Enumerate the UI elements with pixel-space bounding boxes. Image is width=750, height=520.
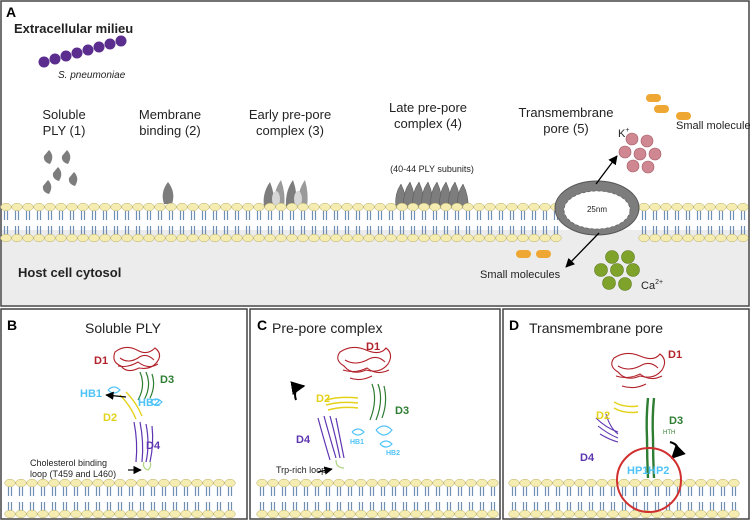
lipid-bilayer bbox=[4, 478, 236, 519]
b-label-d4: D4 bbox=[146, 440, 161, 452]
c-label-hb2: HB2 bbox=[386, 450, 400, 457]
c-domain3-structure bbox=[369, 383, 387, 421]
c-trp-loop-label: Trp-rich loop bbox=[276, 465, 326, 475]
calcium-ions bbox=[594, 250, 640, 291]
lipid-bilayer bbox=[256, 478, 499, 519]
early-prepore-complex bbox=[263, 180, 308, 207]
extracellular-label: Extracellular milieu bbox=[14, 21, 133, 36]
stage3-label-line2: complex (3) bbox=[256, 123, 324, 138]
pore-diameter-label: 25nm bbox=[587, 205, 607, 214]
c-label-d1: D1 bbox=[366, 341, 380, 353]
stage4-label-line1: Late pre-pore bbox=[389, 100, 467, 115]
panel-c: C Pre-pore complex D1 D2 D3 D4 HB1 bbox=[249, 308, 501, 520]
cytosol-region bbox=[2, 230, 748, 305]
d-label-hth: HTH bbox=[663, 430, 675, 436]
c-rotation-arrow bbox=[290, 381, 306, 401]
bacterium-label: S. pneumoniae bbox=[58, 70, 126, 81]
d-label-hp2: HP2 bbox=[648, 465, 669, 477]
stage4-label-line2: complex (4) bbox=[394, 116, 462, 131]
d-label-hp1: HP1 bbox=[627, 465, 648, 477]
d-domain2-structure bbox=[613, 401, 639, 414]
d-label-d4: D4 bbox=[580, 452, 595, 464]
lipid-bilayer bbox=[0, 202, 749, 243]
b-cholesterol-loop-label-line2: loop (T459 and L460) bbox=[30, 469, 116, 479]
efflux-arrow-down bbox=[565, 232, 600, 268]
d-label-d3: D3 bbox=[669, 415, 683, 427]
small-molecules-top-label: Small molecules bbox=[676, 120, 750, 132]
b-domain4-structure bbox=[133, 421, 154, 463]
panel-a: A Extracellular milieu S. pneumoniae Sol… bbox=[0, 0, 750, 307]
potassium-ions bbox=[618, 132, 662, 174]
stage1-label-line1: Soluble bbox=[42, 107, 85, 122]
panel-b-title: Soluble PLY bbox=[85, 320, 162, 336]
membrane-bound-monomer bbox=[162, 182, 174, 204]
panel-d-letter: D bbox=[509, 317, 519, 333]
b-hb1-arrow bbox=[105, 391, 127, 400]
b-domain1-structure bbox=[113, 346, 161, 372]
c-trp-loop-arrow bbox=[317, 466, 333, 475]
panel-c-title: Pre-pore complex bbox=[272, 320, 383, 336]
stage2-label-line1: Membrane bbox=[139, 107, 201, 122]
d-label-d1: D1 bbox=[668, 349, 682, 361]
stage5-label-line1: Transmembrane bbox=[519, 105, 614, 120]
panel-c-letter: C bbox=[257, 317, 267, 333]
b-cholesterol-loop-structure bbox=[142, 461, 152, 471]
c-label-hb1: HB1 bbox=[350, 439, 364, 446]
cytosol-label: Host cell cytosol bbox=[18, 265, 121, 280]
potassium-label: K+ bbox=[618, 127, 629, 140]
d-rotation-arrow bbox=[669, 441, 686, 459]
c-domain1-structure bbox=[337, 346, 392, 381]
stage3-label-line1: Early pre-pore bbox=[249, 107, 331, 122]
c-helix-bundles-structure bbox=[351, 425, 393, 448]
d-hth-structure bbox=[645, 397, 656, 479]
b-label-hb2: HB2 bbox=[138, 397, 160, 409]
small-molecules-top bbox=[646, 94, 691, 120]
b-domain3-structure bbox=[137, 371, 155, 401]
b-label-d2: D2 bbox=[103, 412, 117, 424]
panel-b-letter: B bbox=[7, 317, 17, 333]
subunits-note: (40-44 PLY subunits) bbox=[390, 164, 474, 174]
d-pore-highlight-circle bbox=[616, 447, 682, 513]
c-trp-loop-structure bbox=[335, 459, 345, 469]
d-label-d2: D2 bbox=[596, 410, 610, 422]
late-prepore-complex bbox=[395, 181, 469, 209]
b-label-d3: D3 bbox=[160, 374, 174, 386]
lipid-bilayers bbox=[0, 202, 749, 519]
small-molecules-bottom-label: Small molecules bbox=[480, 269, 561, 281]
d-domain4-structure bbox=[595, 413, 619, 443]
c-label-d4: D4 bbox=[296, 434, 311, 446]
soluble-ply-monomers bbox=[42, 150, 78, 194]
b-label-hb1: HB1 bbox=[80, 388, 102, 400]
calcium-label: Ca2+ bbox=[641, 279, 663, 292]
stage2-label-line2: binding (2) bbox=[139, 123, 200, 138]
c-domain2-structure bbox=[325, 396, 359, 411]
small-molecules-bottom bbox=[516, 250, 551, 258]
b-cholesterol-loop-label-line1: Cholesterol binding bbox=[30, 458, 107, 468]
stage5-label-line2: pore (5) bbox=[543, 121, 589, 136]
panel-a-letter: A bbox=[6, 4, 16, 20]
c-domain4-structure bbox=[317, 415, 345, 461]
bacterium-chain-icon bbox=[38, 35, 127, 68]
b-label-d1: D1 bbox=[94, 355, 108, 367]
stage1-label-line2: PLY (1) bbox=[43, 123, 86, 138]
panel-d-title: Transmembrane pore bbox=[529, 320, 663, 336]
c-label-d2: D2 bbox=[316, 393, 330, 405]
lipid-bilayer bbox=[508, 478, 740, 519]
efflux-arrow-up bbox=[595, 155, 618, 185]
transmembrane-pore-ring bbox=[554, 180, 640, 236]
c-label-d3: D3 bbox=[395, 405, 409, 417]
d-domain1-structure bbox=[611, 352, 666, 389]
